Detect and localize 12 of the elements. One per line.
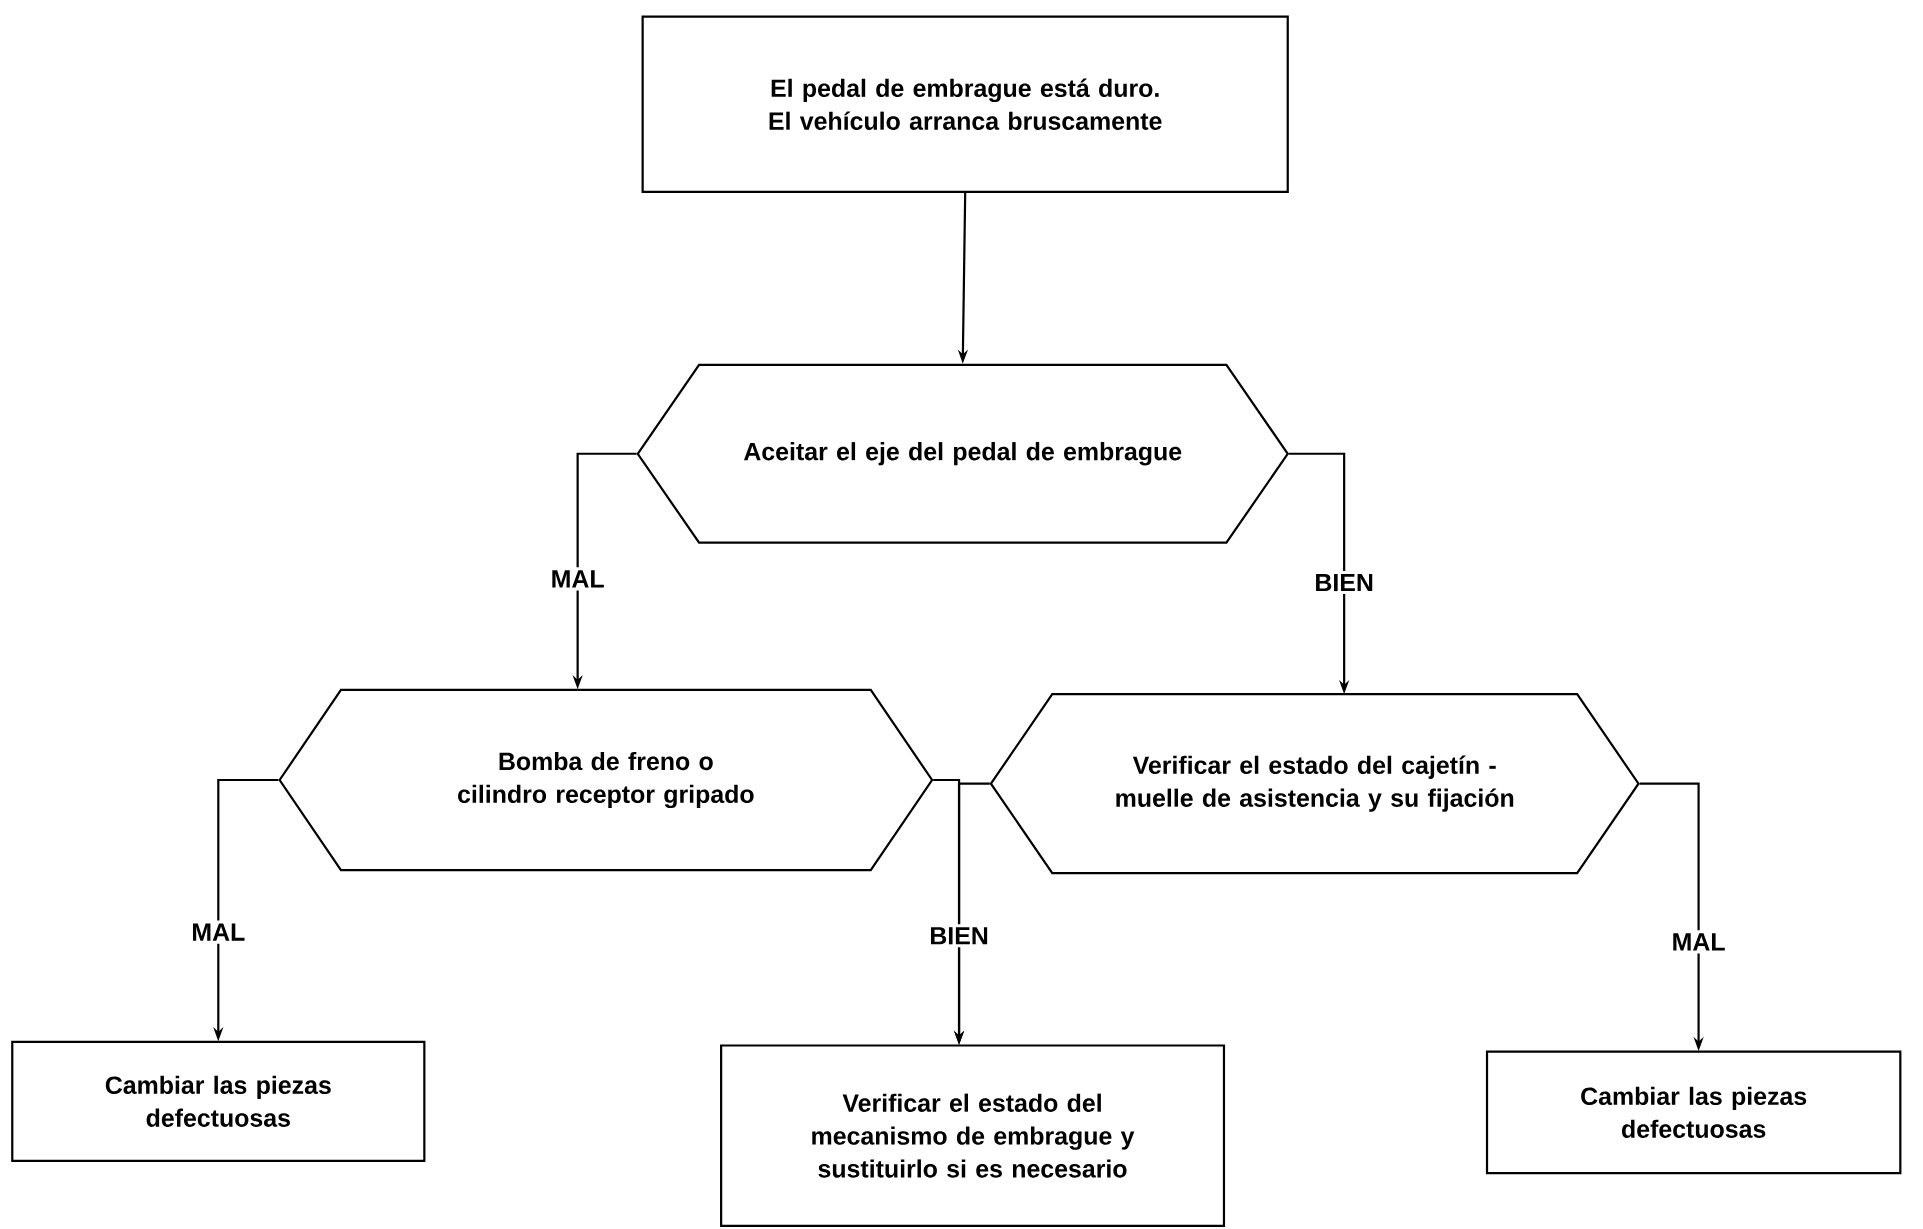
edge-label: BIEN [1311, 571, 1377, 595]
edge-label: BIEN [926, 924, 992, 948]
edge-label: MAL [547, 567, 608, 591]
process-box: El pedal de embrague está duro. El vehículo arranca bruscamente [641, 15, 1289, 194]
process-box: Cambiar las piezas defectuosas [1485, 1050, 1902, 1175]
hexagon-box: Verificar el estado del cajetín - muelle de asistencia y su fijación [989, 693, 1640, 875]
edge-label: MAL [1668, 930, 1729, 954]
edge-label: MAL [188, 920, 249, 944]
process-box: Verificar el estado del mecanismo de embrague y sustituirlo si es necesario [720, 1044, 1226, 1227]
process-box: Cambiar las piezas defectuosas [11, 1040, 426, 1162]
hexagon-box: Bomba de freno o cilindro receptor gripado [278, 688, 934, 872]
hexagon-box: Aceitar el eje del pedal de embrague [636, 363, 1290, 544]
